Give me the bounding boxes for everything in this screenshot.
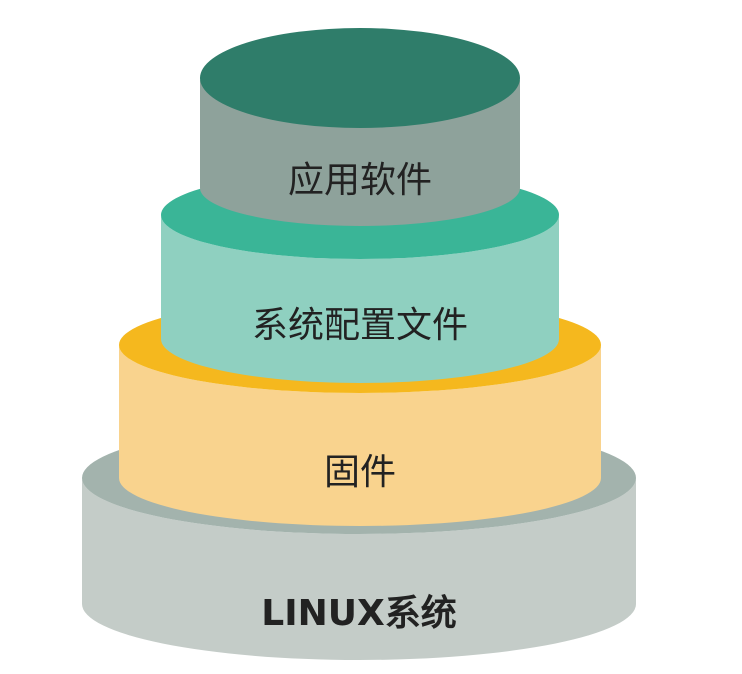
layer-firmware-side [119,345,601,526]
layer-linux-label: LINUX系统 [261,593,456,634]
layer-firmware-label: 固件 [324,452,396,493]
layer-linux-side [82,478,636,660]
layer-app: 应用软件 [200,28,520,226]
layer-config-side [161,215,559,383]
layer-app-label: 应用软件 [288,160,432,201]
layer-config-label: 系统配置文件 [252,305,468,346]
layer-app-top [200,28,520,128]
